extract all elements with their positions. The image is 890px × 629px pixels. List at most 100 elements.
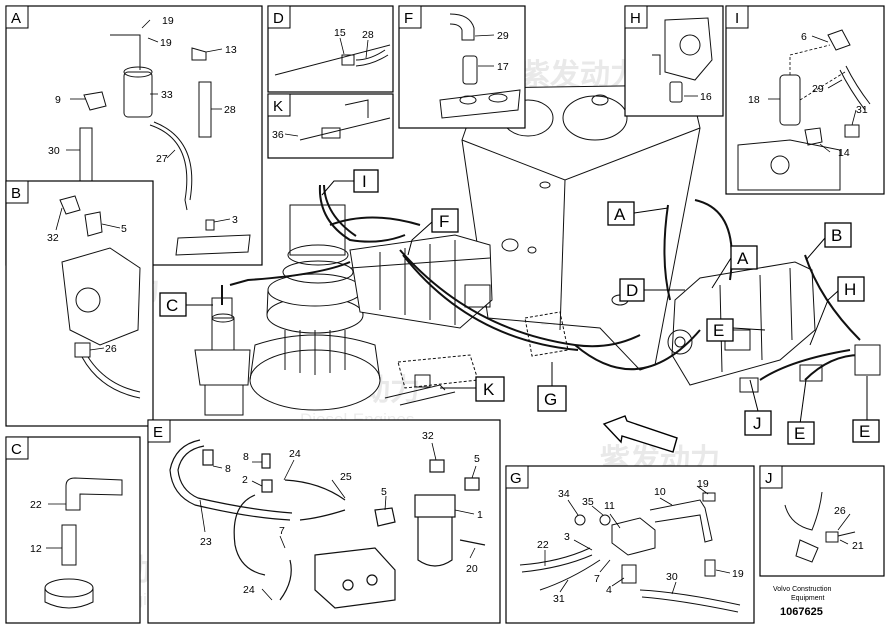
part-label: 30 [48,145,60,157]
part-label: 14 [838,147,850,159]
part-label: 32 [422,430,434,442]
callout-tags: I F C A A D B H E K G J E E [159,169,880,445]
svg-text:G: G [544,390,557,409]
part-label: 4 [606,584,612,596]
callout-tag-h: H [837,276,865,302]
footer: Volvo Construction Equipment 1067625 [773,586,831,618]
panel-g: G 3 4 [505,465,755,624]
footer-maker-line2: Equipment [791,595,825,602]
part-label: 18 [748,94,760,106]
part-label: 5 [474,453,480,465]
svg-text:E: E [794,424,805,443]
part-label: 31 [856,104,868,116]
part-label: 31 [553,593,565,605]
part-label: 30 [666,571,678,583]
callout-tag-a: A [607,201,635,226]
callout-tag-j: J [744,410,772,436]
part-label: 24 [289,448,301,460]
direction-arrow-icon [602,415,678,453]
panel-i: I 6 29 18 31 14 [725,5,885,195]
part-label: 24 [243,584,255,596]
part-label: 29 [497,30,509,42]
footer-maker: Volvo Construction [773,586,831,593]
panel-letter: I [735,10,739,27]
svg-text:A: A [737,249,749,268]
panel-b: B 32 5 26 [5,180,154,427]
part-label: 11 [604,500,615,512]
part-label: 27 [156,153,168,165]
callout-tag-k: K [475,376,505,402]
main-pump [667,261,816,386]
part-label: 19 [162,15,174,27]
part-label: 23 [200,536,212,548]
part-label: 25 [340,471,352,483]
panel-letter: A [11,10,21,27]
panel-letter: K [273,98,283,115]
part-label: 17 [497,61,509,73]
part-label: 3 [232,214,238,226]
callout-tag-c: C [159,292,187,317]
panel-d: D 15 28 [267,5,394,93]
svg-text:A: A [614,205,626,224]
panel-letter: H [630,10,641,27]
part-label: 15 [334,27,346,39]
part-label: 13 [225,44,237,56]
part-label: 5 [121,223,127,235]
svg-text:B: B [831,226,842,245]
part-label: 33 [161,89,173,101]
part-label: 7 [279,525,285,537]
panel-letter: F [404,10,413,27]
part-label: 8 [225,463,231,475]
part-label: 28 [362,29,374,41]
doc-number: 1067625 [780,606,823,618]
part-label: 1 [477,509,483,521]
callout-tag-e: E [706,318,734,342]
svg-text:J: J [753,414,762,433]
part-label: 2 [242,474,248,486]
callout-tag-f: F [431,208,459,233]
svg-text:E: E [713,321,724,340]
hose-lines [221,184,861,381]
part-label: 28 [224,104,236,116]
callout-tag-g: G [537,385,567,412]
callout-tag-d: D [619,278,645,302]
part-label: 21 [852,540,864,552]
panel-letter: E [153,424,163,441]
part-label: 12 [30,543,42,555]
callout-tag-i: I [353,169,379,193]
part-label: 7 [594,573,600,585]
part-label: 20 [466,563,478,575]
part-label: 19 [732,568,744,580]
panel-f: F 29 17 [398,5,526,129]
svg-text:F: F [439,212,449,231]
part-label: 26 [105,343,117,355]
part-label: 22 [30,499,42,511]
part-label: 3 [564,531,570,543]
part-label: 19 [160,37,172,49]
part-label: 10 [654,486,666,498]
part-label: 32 [47,232,59,244]
part-label: 19 [697,478,709,490]
svg-text:K: K [483,380,495,399]
pump-filter [739,344,881,393]
svg-text:C: C [166,296,178,315]
panel-e: E [147,419,501,624]
swivel-joint [194,297,251,416]
part-label: 36 [272,129,284,141]
panel-letter: D [273,10,284,27]
svg-text:I: I [362,172,367,191]
svg-text:D: D [626,281,638,300]
part-label: 6 [801,31,807,43]
part-label: 5 [381,486,387,498]
part-label: 35 [582,496,594,508]
part-label: 8 [243,451,249,463]
part-label: 26 [834,505,846,517]
callout-tag-a: A [730,245,758,270]
dashed-regions [397,311,569,389]
panel-letter: G [510,470,522,487]
callout-tag-e: E [787,421,815,445]
panel-letter: J [765,470,773,487]
panel-h: H 16 [624,5,724,117]
panel-letter: C [11,441,22,458]
